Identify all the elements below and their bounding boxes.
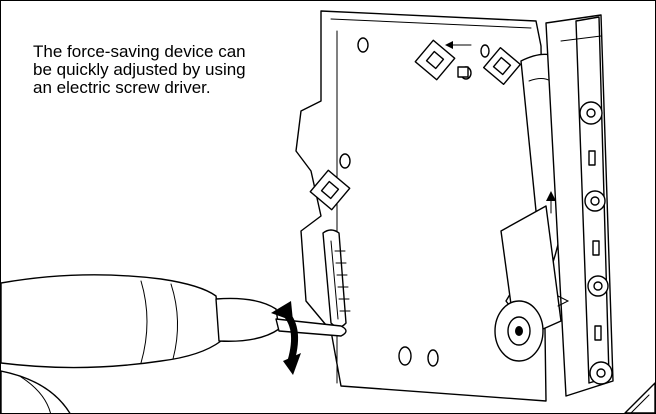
mounting-boss	[414, 39, 456, 81]
mounting-boss	[309, 169, 351, 211]
adjustment-scale	[322, 229, 351, 328]
screwdriver	[1, 274, 347, 413]
direction-markers	[445, 41, 570, 307]
page-curl-icon	[624, 382, 655, 413]
rail-rollers	[579, 101, 613, 385]
pivot-wheel	[494, 300, 544, 362]
plate-holes	[339, 37, 490, 367]
curved-double-arrow-icon	[271, 301, 301, 375]
mounting-boss	[482, 46, 522, 86]
instruction-text: The force-saving device can be quickly a…	[33, 42, 246, 97]
